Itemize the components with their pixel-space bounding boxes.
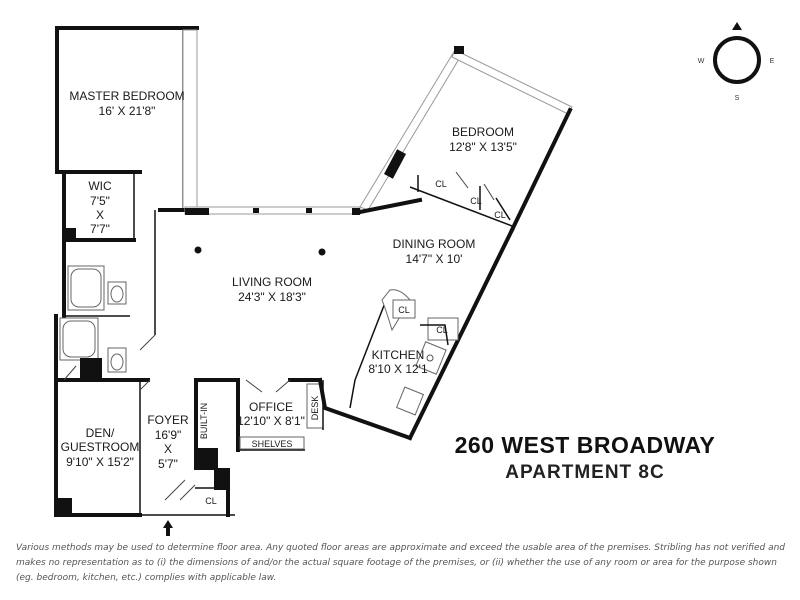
wic-x: X — [96, 208, 104, 222]
kitchen-size: 8'10 X 12'1 — [368, 362, 428, 376]
closet-label: CL — [436, 325, 448, 335]
foyer-dim2: 5'7" — [158, 457, 178, 471]
dining-room-size: 14'7" X 10' — [406, 252, 463, 266]
bedroom-name: BEDROOM — [452, 125, 514, 139]
dining-room-name: DINING ROOM — [393, 237, 476, 251]
master-bedroom-walls — [55, 26, 199, 211]
den-size: 9'10" X 15'2" — [66, 455, 134, 469]
foyer-x: X — [164, 442, 172, 456]
bathroom-fixtures — [54, 238, 150, 382]
closet-label: CL — [205, 496, 217, 506]
den-name-line1: DEN/ — [86, 426, 115, 440]
living-room-windows — [158, 206, 361, 256]
compass-east: E — [770, 58, 775, 65]
compass-south: S — [735, 95, 740, 102]
disclaimer-text: Various methods may be used to determine… — [16, 543, 785, 583]
bedroom-walls — [357, 46, 573, 233]
living-room-name: LIVING ROOM — [232, 275, 312, 289]
building-address: 260 WEST BROADWAY — [454, 432, 716, 458]
closet-label: CL — [398, 305, 410, 315]
compass-west: W — [698, 58, 705, 65]
apartment-unit: APARTMENT 8C — [505, 462, 665, 483]
dining-kitchen-walls — [317, 227, 515, 441]
central-wall — [139, 210, 156, 391]
wic-dim1: 7'5" — [90, 194, 110, 208]
built-in-label: BUILT-IN — [199, 403, 209, 439]
wic-dim2: 7'7" — [90, 222, 110, 236]
shelves-label: SHELVES — [252, 439, 293, 449]
desk-label: DESK — [310, 396, 320, 421]
compass-icon: W E S — [698, 22, 775, 102]
foyer-name: FOYER — [147, 413, 189, 427]
office-walls — [194, 378, 324, 452]
foyer-walls — [140, 378, 235, 536]
den-name-line2: GUESTROOM — [61, 440, 140, 454]
bedroom-size: 12'8" X 13'5" — [449, 140, 517, 154]
master-bedroom-size: 16' X 21'8" — [99, 104, 156, 118]
foyer-dim1: 16'9" — [155, 428, 182, 442]
kitchen-name: KITCHEN — [372, 348, 425, 362]
den-walls — [54, 314, 142, 517]
wic-name: WIC — [88, 179, 112, 193]
office-name: OFFICE — [249, 400, 293, 414]
master-bedroom-name: MASTER BEDROOM — [69, 89, 184, 103]
office-size: 12'10" X 8'1" — [237, 414, 305, 428]
living-room-size: 24'3" X 18'3" — [238, 290, 306, 304]
closet-label: CL — [494, 210, 506, 220]
closet-label: CL — [470, 196, 482, 206]
closet-label: CL — [435, 179, 447, 189]
floor-plan: MASTER BEDROOM 16' X 21'8" WIC 7'5" X 7'… — [54, 22, 775, 536]
